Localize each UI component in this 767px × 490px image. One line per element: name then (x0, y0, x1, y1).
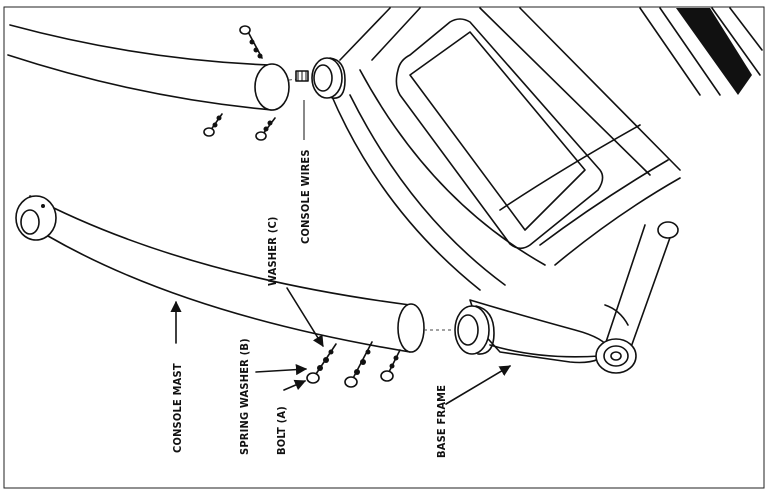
label-base-frame: BASE FRAME (435, 385, 448, 458)
console-mast-tube (15, 195, 455, 353)
bolt-a-leader (283, 379, 307, 391)
base-frame-leader (445, 365, 511, 405)
upper-bolts (203, 25, 276, 141)
roller-wheel (595, 338, 637, 374)
label-console-wires: CONSOLE WIRES (299, 149, 312, 244)
spring-washer-b-leader (255, 364, 308, 376)
lower-mount-boss (454, 305, 490, 355)
washer-c-leader (286, 287, 324, 347)
black-stripe (676, 8, 752, 95)
label-bolt-a: BOLT (A) (275, 406, 288, 455)
label-spring-washer-b: SPRING WASHER (B) (238, 338, 251, 455)
upper-console-mast (7, 24, 309, 111)
lower-bolts (306, 341, 401, 388)
callout-lines (170, 100, 511, 405)
label-console-mast: CONSOLE MAST (171, 363, 184, 453)
label-washer-c: WASHER (C) (266, 216, 279, 286)
upper-mount-boss (311, 57, 343, 99)
figure-border (3, 6, 765, 489)
base-frame-drawing (311, 7, 763, 374)
